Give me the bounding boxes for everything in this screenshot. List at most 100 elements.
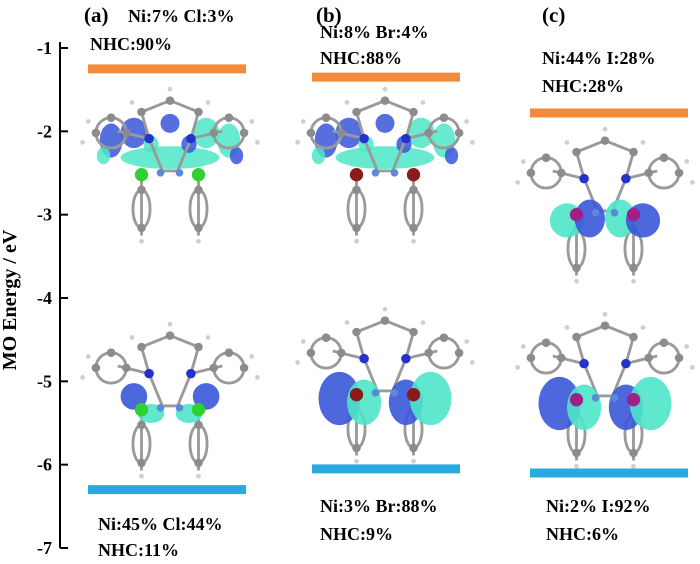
- carbon-atom: [424, 348, 433, 358]
- orbital-lobe: [347, 379, 382, 426]
- carbon-atom: [541, 338, 551, 347]
- hydrogen-atom: [684, 159, 690, 164]
- bond: [176, 373, 193, 407]
- lumo-composition-a-line2: NHC:90%: [90, 34, 172, 54]
- homo-composition-c-line2: NHC:6%: [546, 524, 619, 544]
- carbon-atom: [306, 128, 316, 138]
- hydrogen-atom: [295, 360, 300, 365]
- hydrogen-atom: [464, 339, 470, 344]
- nitrogen-atom: [186, 368, 196, 379]
- nickel-atom: [371, 389, 380, 397]
- carbon-atom: [321, 113, 331, 122]
- halide-atom: [569, 393, 584, 407]
- hydrogen-atom: [382, 306, 388, 312]
- carbon-atom: [541, 153, 551, 162]
- orbital-lobe: [120, 383, 148, 410]
- carbon-atom: [380, 316, 390, 325]
- molecule-lumo-a: [80, 86, 260, 244]
- carbon-atom: [644, 353, 653, 363]
- carbon-atom: [194, 458, 203, 468]
- homo-composition-a-line1: Ni:45% Cl:44%: [98, 514, 223, 534]
- carbon-atom: [137, 458, 146, 468]
- orbital-lobe: [120, 146, 220, 169]
- carbon-atom: [629, 147, 638, 157]
- hydrogen-atom: [411, 238, 416, 244]
- hydrogen-atom: [420, 320, 426, 325]
- halide-atom: [134, 168, 149, 182]
- hydrogen-atom: [631, 278, 636, 284]
- y-tick-label: -6: [37, 455, 52, 475]
- bond: [355, 99, 386, 114]
- lumo-composition-b-line2: NHC:88%: [320, 48, 402, 68]
- homo-composition-c-line1: Ni:2% I:92%: [546, 496, 651, 516]
- carbon-atom: [137, 107, 146, 117]
- lumo-composition-a-line1: Ni:7% Cl:3%: [128, 6, 235, 26]
- bond: [604, 324, 635, 339]
- lumo-composition-b-line1: Ni:8% Br:4%: [320, 22, 428, 42]
- carbon-atom: [409, 185, 418, 195]
- carbon-atom: [572, 448, 581, 458]
- carbon-atom: [306, 348, 316, 358]
- nitrogen-atom: [621, 358, 631, 369]
- carbon-atom: [194, 342, 203, 352]
- bond: [169, 99, 200, 114]
- nitrogen-atom: [359, 353, 369, 364]
- y-tick-label: -5: [37, 371, 52, 391]
- orbital-lobe: [192, 117, 220, 149]
- hydrogen-atom: [295, 140, 300, 145]
- nickel-atom: [156, 169, 165, 177]
- hydrogen-atom: [411, 458, 416, 464]
- carbon-atom: [659, 153, 669, 162]
- halide-atom: [134, 403, 149, 417]
- energy-levels: [88, 64, 688, 495]
- bond: [169, 334, 200, 349]
- carbon-atom: [106, 113, 116, 122]
- hydrogen-atom: [139, 473, 144, 479]
- hydrogen-atom: [574, 463, 579, 469]
- panel-label-b: (b): [316, 3, 342, 27]
- nickel-atom: [175, 169, 184, 177]
- molecule-homo-c: [515, 311, 695, 469]
- hydrogen-atom: [515, 180, 520, 185]
- halide-atom: [191, 168, 206, 182]
- carbon-atom: [194, 107, 203, 117]
- carbon-atom: [352, 327, 361, 337]
- hydrogen-atom: [129, 335, 135, 340]
- carbon-atom: [424, 128, 433, 138]
- carbon-atom: [557, 353, 566, 363]
- carbon-atom: [337, 348, 346, 358]
- hydrogen-atom: [196, 238, 201, 244]
- carbon-atom: [557, 168, 566, 178]
- orbital-lobe: [192, 383, 220, 410]
- lumo-composition-c-line1: Ni:44% I:28%: [542, 48, 656, 68]
- panel-label-a: (a): [84, 3, 109, 27]
- orbital-lobe: [335, 146, 435, 169]
- halide-atom: [349, 168, 364, 182]
- orbital-images: [80, 86, 695, 479]
- nitrogen-atom: [401, 353, 411, 364]
- nickel-atom: [610, 209, 619, 217]
- y-tick-label: -2: [37, 121, 52, 141]
- y-tick-label: -1: [37, 38, 52, 58]
- orbital-lobe: [96, 147, 111, 165]
- nitrogen-atom: [144, 133, 154, 144]
- carbon-atom: [239, 128, 249, 138]
- halide-atom: [406, 388, 421, 402]
- carbon-atom: [137, 420, 146, 430]
- carbon-atom: [194, 223, 203, 233]
- carbon-atom: [337, 128, 346, 138]
- hydrogen-atom: [684, 344, 690, 349]
- hydrogen-atom: [255, 140, 260, 145]
- carbon-atom: [239, 363, 249, 373]
- bond: [176, 138, 193, 172]
- hydrogen-atom: [640, 140, 646, 145]
- hydrogen-atom: [515, 365, 520, 370]
- carbon-atom: [409, 443, 418, 453]
- hydrogen-atom: [520, 344, 526, 349]
- bond: [147, 373, 164, 407]
- nitrogen-atom: [186, 133, 196, 144]
- nickel-atom: [610, 394, 619, 402]
- carbon-atom: [137, 342, 146, 352]
- hydrogen-atom: [80, 140, 85, 145]
- carbon-atom: [122, 363, 131, 373]
